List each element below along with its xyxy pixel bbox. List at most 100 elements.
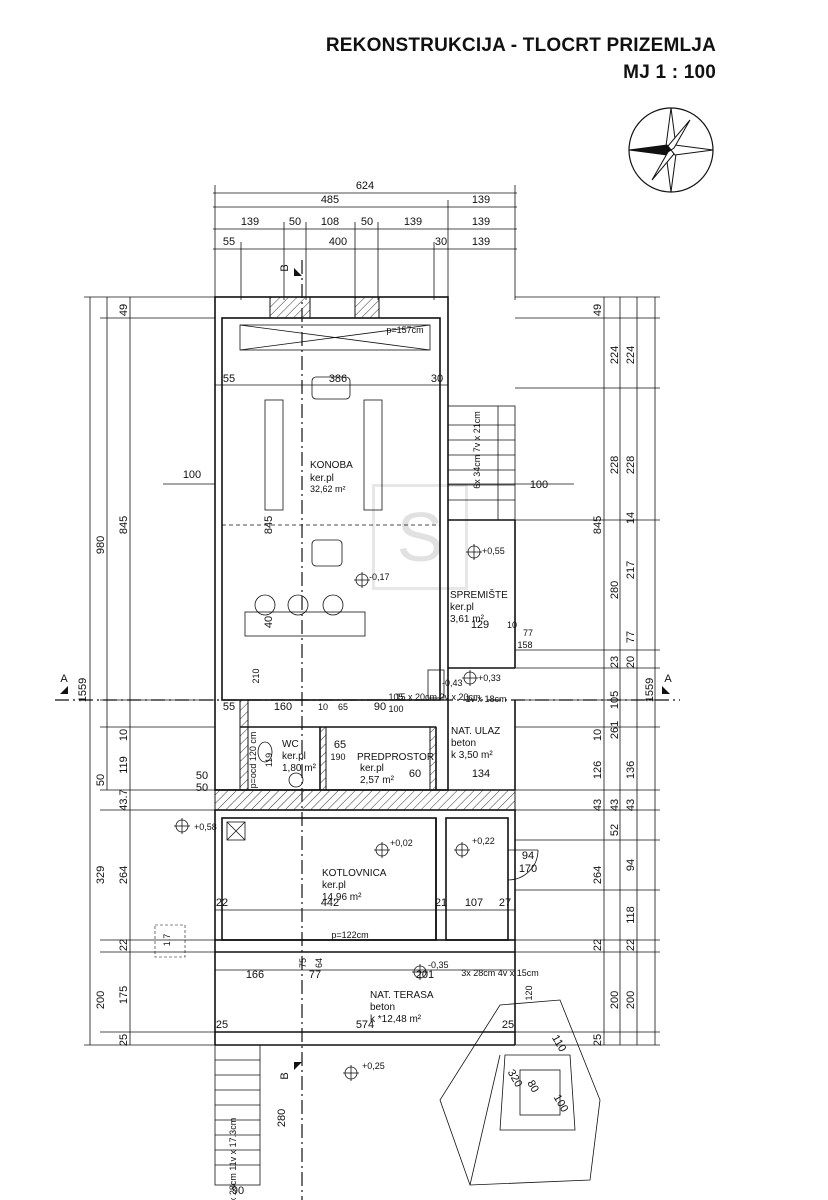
dim-top-b: 139 [472,194,490,206]
dim-kotl-107: 107 [465,897,483,909]
stairs-top-right [447,405,516,521]
svg-text:WC: WC [282,739,299,750]
dim-right-200a: 200 [609,991,621,1009]
room-konoba: KONOBA ker.pl 32,62 m² -0,17 [310,460,390,582]
dim-terasa-77: 77 [309,969,321,981]
dim-right-280: 280 [609,581,621,599]
dim-right-10: 10 [592,729,604,741]
svg-text:ker.pl: ker.pl [360,763,384,774]
svg-text:-0,17: -0,17 [369,572,390,582]
svg-text:3,61 m²: 3,61 m² [450,614,485,625]
dim-top-a: 485 [321,194,339,206]
dim-right-49: 49 [592,304,604,316]
dim-mid-10: 10 [318,702,328,712]
room-predprostor: PREDPROSTOR ker.pl 2,57 m² [357,752,434,786]
dim-top-d: 50 [289,216,301,228]
dim-konoba-386: 386 [329,373,347,385]
dim-right-228b: 228 [625,456,637,474]
dim-top-h: 139 [472,216,490,228]
dim-right-52: 52 [609,824,621,836]
dim-right-217: 217 [625,561,637,579]
svg-text:NAT. ULAZ: NAT. ULAZ [451,726,500,737]
dim-mid-100: 100 [388,704,403,714]
dim-wc-65: 65 [334,739,346,751]
dim-right-25: 25 [592,1034,604,1046]
dim-konoba-40: 40 [263,616,275,628]
dim-right-228a: 228 [609,456,621,474]
dim-left-264: 264 [118,866,130,884]
level-outside: +0,25 [362,1061,385,1071]
boiler-icon [226,821,246,841]
svg-text:+0,55: +0,55 [482,546,505,556]
dim-terasa-64: 64 [314,958,324,968]
entry-platform [439,999,601,1186]
wall-hatching [214,296,516,811]
svg-text:14,96 m²: 14,96 m² [322,892,362,903]
dim-left-side-50a: 50 [196,770,208,782]
svg-text:KONOBA: KONOBA [310,460,353,471]
dim-right-264: 264 [592,866,604,884]
dim-mid-105: 105 [388,692,403,702]
dim-left-100: 100 [183,469,201,481]
dim-terasa-25b: 25 [502,1019,514,1031]
dim-terasa-166: 166 [246,969,264,981]
room-kotlovnica: KOTLOVNICA ker.pl 14,96 m² +0,02 [322,838,413,903]
room-wc: WC ker.pl 1,80 m² [282,739,317,774]
top-dimension-chain [213,185,517,300]
dim-right-845: 845 [592,516,604,534]
dim-ulaz-134: 134 [472,768,490,780]
dim-right-20: 20 [625,656,637,668]
stairs-bottom-left [214,1044,261,1186]
dim-door-170: 170 [519,863,537,875]
toilet-icon [257,741,304,788]
dim-left-side-50b: 50 [196,782,208,794]
wc-ceiling-note: p=ocd 120 cm [248,732,258,789]
stairs-mid-spec-2: 1v x 18cm [465,694,506,704]
stairs-terasa-dim: 120 [524,985,534,1000]
svg-text:beton: beton [370,1002,395,1013]
section-a-left-label: A [60,673,68,685]
dim-left-119: 119 [118,756,130,774]
dim-door-94: 94 [522,850,534,862]
dim-left-200: 200 [95,991,107,1009]
dim-left-43: 43.7 [118,789,130,810]
drawing-title-block: REKONSTRUKCIJA - TLOCRT PRIZEMLJA MJ 1 :… [326,32,716,86]
watermark-logo: S [372,484,468,590]
dim-right-126: 126 [592,761,604,779]
svg-text:SPREMIŠTE: SPREMIŠTE [450,588,508,601]
dim-konoba-55: 55 [223,373,235,385]
dim-top-l: 139 [472,236,490,248]
level-kotl-right: +0,22 [472,836,495,846]
drawing-title: REKONSTRUKCIJA - TLOCRT PRIZEMLJA [325,35,716,56]
dim-right-136: 136 [625,761,637,779]
dim-right-77: 77 [625,631,637,643]
dim-left-50: 50 [95,774,107,786]
dim-entry-320: 320 [505,1068,525,1090]
svg-text:-0,35: -0,35 [428,960,449,970]
dim-left-22: 22 [118,939,130,951]
dim-left-small: 1.7 [162,934,172,947]
dim-right-43a: 43 [592,799,604,811]
dim-spremiste-77: 77 [523,628,533,638]
dim-kotl-27: 27 [499,897,511,909]
room-nat-terasa: NAT. TERASA beton k *12,48 m² -0,35 [370,960,449,1025]
stairs-top-spec: 6x 34cm 7v x 21cm [472,411,482,489]
section-b-top-label: B [279,264,291,271]
dim-right-43c: 43 [625,799,637,811]
dim-wc-60: 60 [409,768,421,780]
stairs-terasa-spec: 3x 28cm 4v x 15cm [461,968,539,978]
stairs-left-spec: 10x 28cm 11v x 17.3cm [228,1118,238,1200]
dim-spremiste-158: 158 [517,640,532,650]
dim-left-25: 25 [118,1034,130,1046]
dim-kotl-22: 22 [216,897,228,909]
svg-text:NAT. TERASA: NAT. TERASA [370,990,434,1001]
dim-right-gap: 100 [530,479,548,491]
dim-terasa-75: 75 [298,958,308,968]
dim-right-94: 94 [625,859,637,871]
dim-mid-90: 90 [374,701,386,713]
dim-mid-160: 160 [274,701,292,713]
level-ulaz-alt: -0,43 [442,678,463,688]
section-line-a [55,686,680,701]
svg-text:KOTLOVNICA: KOTLOVNICA [322,868,387,879]
dim-total-width: 624 [356,180,374,192]
